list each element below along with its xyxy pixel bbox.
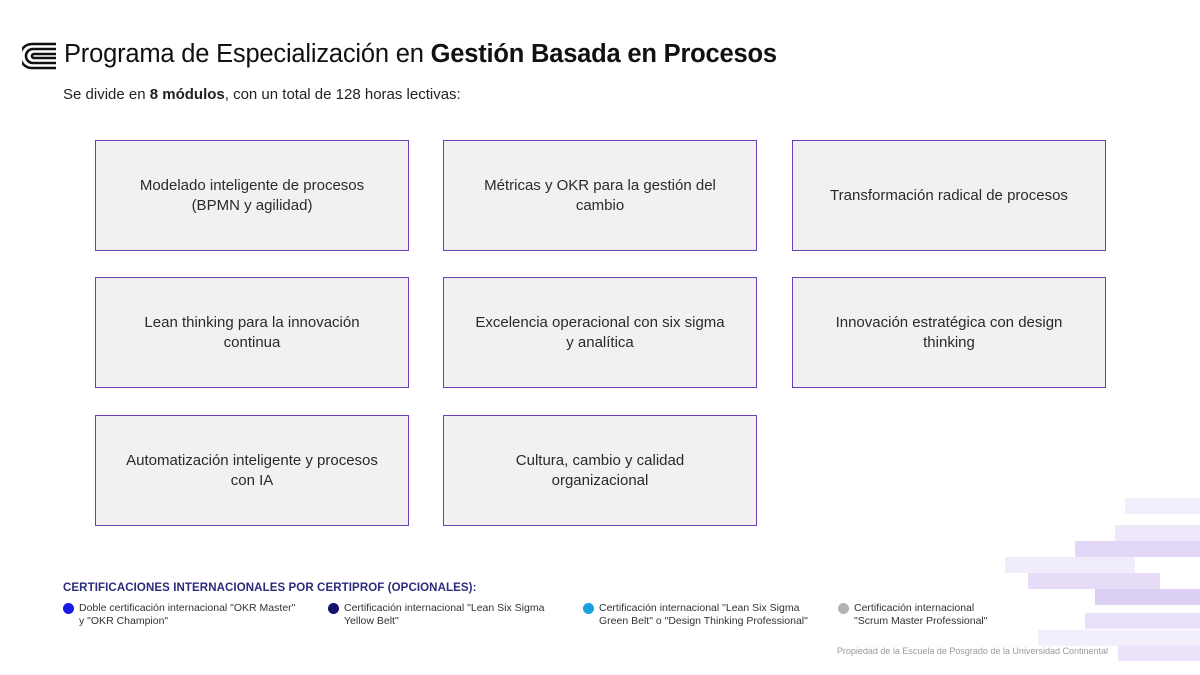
certification-item: Certificación internacional "Lean Six Si… bbox=[583, 602, 808, 628]
module-card: Modelado inteligente de procesos (BPMN y… bbox=[95, 140, 409, 251]
module-label: Automatización inteligente y procesos co… bbox=[126, 451, 378, 489]
bullet-dot-icon bbox=[63, 603, 74, 614]
certification-item: Certificación internacional "Scrum Maste… bbox=[838, 602, 988, 628]
decorative-stripe bbox=[1125, 498, 1200, 514]
subtitle-bold: 8 módulos bbox=[149, 86, 225, 103]
module-label: Lean thinking para la innovación continu… bbox=[144, 313, 360, 351]
bullet-dot-icon bbox=[838, 603, 849, 614]
bullet-dot-icon bbox=[583, 603, 594, 614]
module-card: Transformación radical de procesos bbox=[792, 140, 1106, 251]
module-card: Excelencia operacional con six sigma y a… bbox=[443, 277, 757, 388]
certification-item: Certificación internacional "Lean Six Si… bbox=[328, 602, 544, 628]
module-label: Cultura, cambio y calidad organizacional bbox=[515, 451, 685, 489]
module-card: Automatización inteligente y procesos co… bbox=[95, 415, 409, 526]
decorative-stripe bbox=[1085, 613, 1200, 629]
bullet-dot-icon bbox=[328, 603, 339, 614]
decorative-stripe bbox=[1038, 630, 1200, 646]
certification-text: Certificación internacional "Lean Six Si… bbox=[344, 602, 545, 627]
decorative-stripe bbox=[1075, 541, 1200, 557]
page-subtitle: Se divide en 8 módulos, con un total de … bbox=[63, 86, 461, 103]
module-card: Métricas y OKR para la gestión del cambi… bbox=[443, 140, 757, 251]
module-label: Modelado inteligente de procesos (BPMN y… bbox=[139, 176, 365, 214]
module-label: Innovación estratégica con design thinki… bbox=[835, 313, 1063, 351]
subtitle-after: , con un total de 128 horas lectivas: bbox=[224, 86, 461, 103]
subtitle-before: Se divide en bbox=[63, 86, 150, 103]
certification-text: Doble certificación internacional "OKR M… bbox=[79, 602, 296, 627]
certification-text: Certificación internacional "Scrum Maste… bbox=[854, 602, 988, 627]
decorative-stripe bbox=[1095, 589, 1200, 605]
module-label: Transformación radical de procesos bbox=[830, 186, 1068, 204]
certifications-heading: CERTIFICACIONES INTERNACIONALES POR CERT… bbox=[63, 582, 477, 594]
module-card: Innovación estratégica con design thinki… bbox=[792, 277, 1106, 388]
certification-text: Certificación internacional "Lean Six Si… bbox=[599, 602, 808, 627]
decorative-stripe bbox=[1118, 645, 1200, 661]
module-card: Cultura, cambio y calidad organizacional bbox=[443, 415, 757, 526]
title-prefix: Programa de Especialización en bbox=[64, 40, 431, 68]
decorative-stripe bbox=[1115, 525, 1200, 541]
title-emphasis: Gestión Basada en Procesos bbox=[430, 40, 777, 68]
decorative-stripe bbox=[1005, 557, 1135, 573]
page-title: Programa de Especialización en Gestión B… bbox=[64, 40, 777, 69]
module-label: Excelencia operacional con six sigma y a… bbox=[475, 313, 725, 351]
module-label: Métricas y OKR para la gestión del cambi… bbox=[484, 176, 716, 214]
decorative-stripe bbox=[1028, 573, 1160, 589]
module-card: Lean thinking para la innovación continu… bbox=[95, 277, 409, 388]
footer-ownership-note: Propiedad de la Escuela de Posgrado de l… bbox=[836, 646, 1108, 656]
book-stack-logo-icon bbox=[22, 42, 56, 70]
certification-item: Doble certificación internacional "OKR M… bbox=[63, 602, 295, 628]
